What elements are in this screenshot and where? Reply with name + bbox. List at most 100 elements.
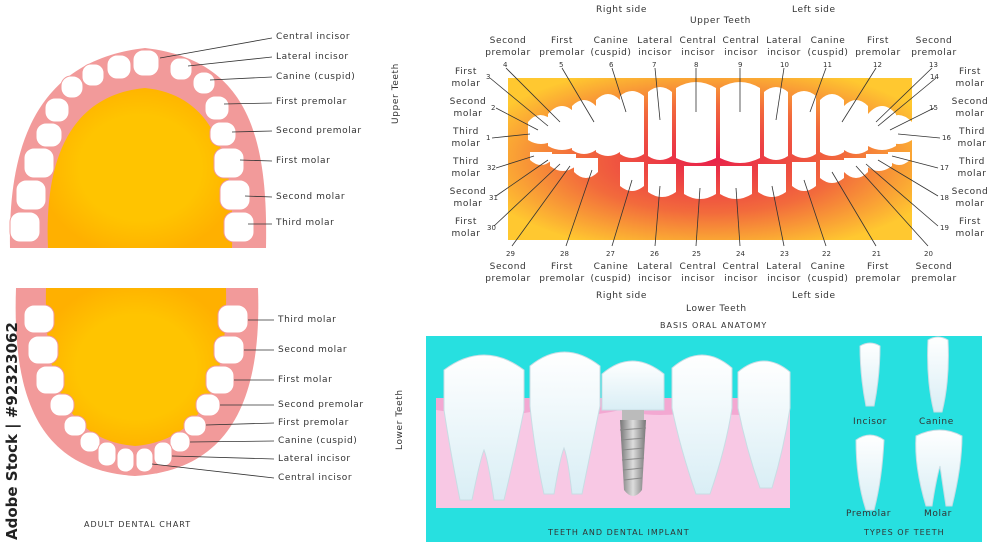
tooth-number: 5 [559, 61, 564, 69]
upper-first-premolar-tooth [44, 97, 70, 123]
upper-central-incisor-tooth [132, 49, 160, 77]
lower-label-third-molar: Third molar [278, 315, 337, 325]
upper-canine-tooth [192, 71, 216, 95]
implant-caption: TEETH AND DENTAL IMPLANT [548, 528, 690, 537]
canine-tooth [737, 360, 791, 489]
upper-first-molar-tooth [213, 147, 245, 179]
top-label-canine: Canine(cuspid) [590, 36, 632, 58]
tooth-number: 20 [924, 250, 933, 258]
tooth-number: 26 [650, 250, 659, 258]
upper-teeth-side-label: Upper Teeth [391, 63, 401, 124]
lower-arch-diagram [15, 288, 275, 479]
lower-label-second-molar: Second molar [278, 345, 348, 355]
upper-canine-tooth [60, 75, 84, 99]
implant-screw [620, 420, 646, 496]
incisor-tooth-shape [859, 342, 881, 407]
front-left-side-bottom: Left side [792, 291, 836, 301]
lower-label-central-incisor: Central incisor [278, 473, 353, 483]
implant-panel [426, 336, 982, 542]
implant-crown [601, 360, 665, 411]
premolar-tooth-shape [855, 434, 885, 511]
type-incisor-label: Incisor [853, 417, 887, 427]
upper-second-premolar-tooth [35, 122, 63, 148]
tooth-number: 32 [487, 164, 496, 172]
tooth-number: 22 [822, 250, 831, 258]
tooth-number: 28 [560, 250, 569, 258]
front-right-side-top: Right side [596, 5, 647, 15]
implant-abutment [622, 410, 644, 420]
tooth-number: 12 [873, 61, 882, 69]
tooth-number: 29 [506, 250, 515, 258]
tooth-number: 17 [940, 164, 949, 172]
upper-label-lateral-incisor: Lateral incisor [276, 52, 349, 62]
tooth-number: 6 [609, 61, 614, 69]
upper-front-teeth [528, 82, 912, 163]
tooth-number: 4 [503, 61, 508, 69]
bottom-label-canine: Canine(cuspid) [590, 262, 632, 284]
tooth-number: 30 [487, 224, 496, 232]
canine-tooth-shape [927, 336, 949, 413]
tooth-number: 10 [780, 61, 789, 69]
types-of-teeth-caption: TYPES OF TEETH [864, 528, 945, 537]
tooth-number: 8 [694, 61, 699, 69]
upper-label-second-premolar: Second premolar [276, 126, 362, 136]
tooth-number: 31 [489, 194, 498, 202]
tooth-number: 15 [929, 104, 938, 112]
upper-label-second-molar: Second molar [276, 192, 346, 202]
upper-label-first-premolar: First premolar [276, 97, 347, 107]
front-lower-teeth-title: Lower Teeth [686, 304, 747, 314]
upper-lateral-incisor-tooth [169, 57, 193, 81]
lower-label-second-premolar: Second premolar [278, 400, 364, 410]
front-upper-teeth-title: Upper Teeth [690, 16, 751, 26]
lower-teeth-side-label: Lower Teeth [395, 389, 405, 450]
lower-label-first-premolar: First premolar [278, 418, 349, 428]
lower-label-canine: Canine (cuspid) [278, 436, 358, 446]
type-premolar-label: Premolar [846, 509, 892, 519]
upper-third-molar-tooth [223, 211, 255, 243]
tooth-number: 1 [486, 134, 491, 142]
premolar-tooth [671, 354, 733, 495]
tooth-number: 25 [692, 250, 701, 258]
front-teeth-diagram [489, 67, 941, 247]
upper-second-molar-tooth [219, 179, 251, 211]
upper-first-molar-tooth [23, 147, 55, 179]
tooth-number: 23 [780, 250, 789, 258]
front-left-side-top: Left side [792, 5, 836, 15]
molar-tooth-shape [915, 429, 963, 507]
tooth-number: 9 [738, 61, 743, 69]
tooth-number: 11 [823, 61, 832, 69]
lower-label-first-molar: First molar [278, 375, 333, 385]
bottom-label-canine: Canine(cuspid) [807, 262, 849, 284]
upper-second-premolar-tooth [209, 121, 237, 147]
tooth-number: 19 [940, 224, 949, 232]
top-label-canine: Canine(cuspid) [807, 36, 849, 58]
tooth-number: 13 [929, 61, 938, 69]
upper-first-premolar-tooth [204, 95, 230, 121]
upper-label-central-incisor: Central incisor [276, 32, 351, 42]
tooth-number: 27 [606, 250, 615, 258]
upper-second-molar-tooth [15, 179, 47, 211]
adult-dental-chart-caption: ADULT DENTAL CHART [84, 520, 192, 529]
tooth-number: 7 [652, 61, 657, 69]
tooth-number: 18 [940, 194, 949, 202]
tooth-number: 14 [930, 73, 939, 81]
lower-label-lateral-incisor: Lateral incisor [278, 454, 351, 464]
